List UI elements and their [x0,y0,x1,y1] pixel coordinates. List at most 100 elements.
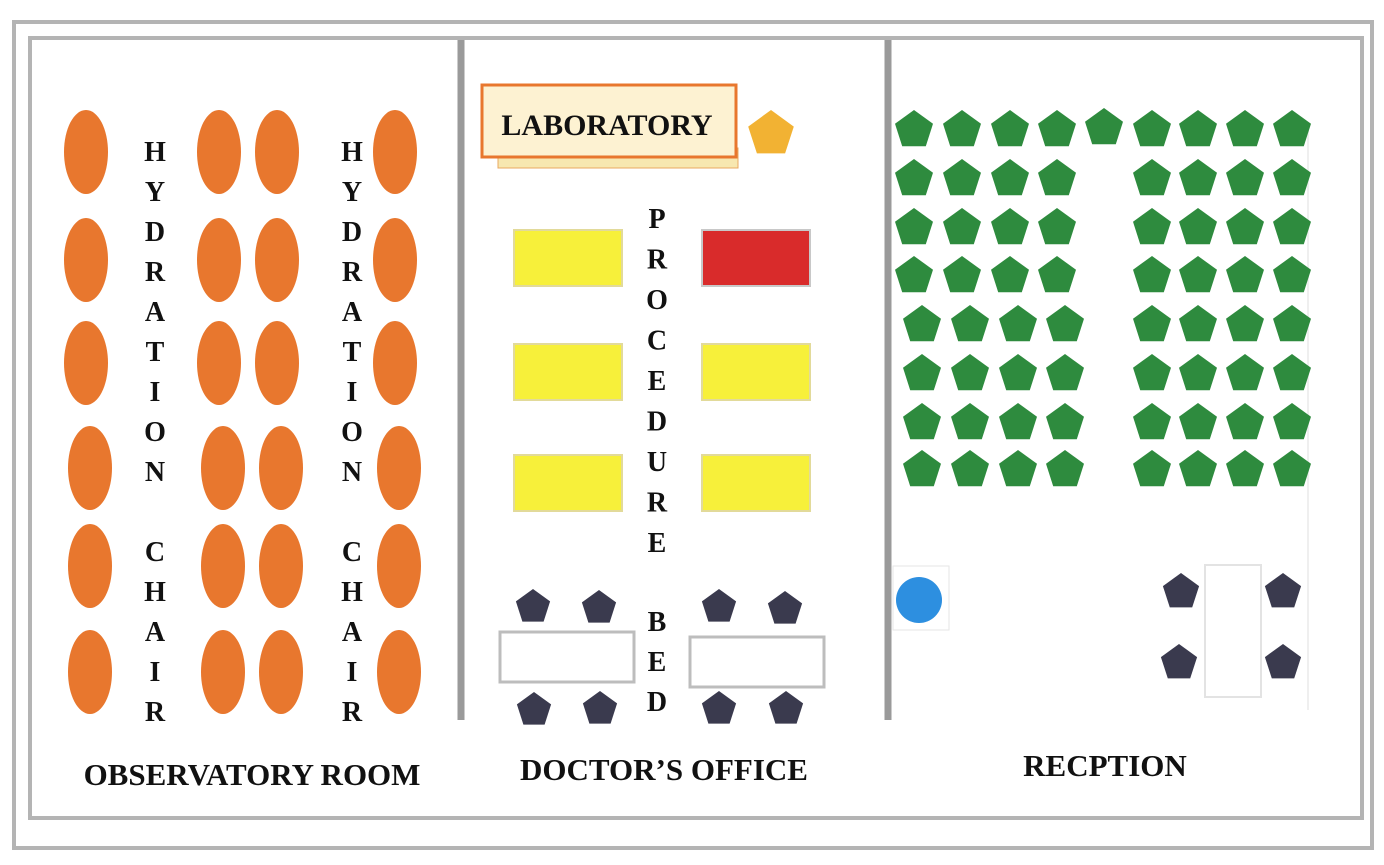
reception-seat [1133,256,1171,293]
chair [768,691,804,724]
hydration-chair-letter: T [343,337,362,368]
bed-letter: E [648,647,667,678]
outer-frame [12,20,1374,850]
chair [1264,573,1302,608]
hydration-chair [201,630,245,714]
laboratory-marker [748,110,794,154]
reception-seat [1038,159,1076,196]
reception-seat [991,110,1029,147]
hydration-chair [68,630,112,714]
bed-label: BED [647,607,667,718]
reception-seat [951,403,989,440]
reception-seat [895,256,933,293]
hydration-chair-letter: H [144,137,166,168]
procedure-letter: P [648,204,665,235]
chair [701,691,737,724]
hydration-chair-letter: R [145,697,166,728]
hydration-chair [197,110,241,194]
procedure-letter: U [647,447,667,478]
hydration-chair-letter: H [341,577,363,608]
reception-seat [1133,159,1171,196]
procedure-letter: O [646,285,668,316]
reception-seat [1273,354,1311,391]
reception-seat [1179,256,1217,293]
reception-seat [1179,159,1217,196]
hydration-chair [377,524,421,608]
reception-seat [943,159,981,196]
hydration-chair [259,630,303,714]
procedure-letter: R [647,245,668,276]
reception-desk-chairs [1160,573,1302,679]
inner-frame [28,36,1364,820]
reception-seat [1133,450,1171,487]
reception-seat [1179,208,1217,245]
hydration-chair-letter: I [150,657,161,688]
reception-seat [1046,450,1084,487]
bed-letter: B [648,607,667,638]
bed [688,635,826,689]
hydration-chair [201,426,245,510]
reception-seat [1038,110,1076,147]
hydration-chair-letter: C [342,537,362,568]
reception-seat [1226,110,1264,147]
hydration-chair [255,321,299,405]
reception-seat [1133,305,1171,342]
reception-desk [1204,564,1262,698]
chair [1264,644,1302,679]
hydration-chair [377,426,421,510]
reception-seat [1226,208,1264,245]
doctor-office-chairs [515,589,804,725]
hydration-chair [64,218,108,302]
chair [582,691,618,724]
hydration-chair [64,110,108,194]
reception-seat [943,208,981,245]
reception-seat [1226,305,1264,342]
chair [515,589,551,622]
reception-seat [1038,256,1076,293]
hydration-chair [197,321,241,405]
chair [516,692,552,725]
chair [701,589,737,622]
doctors-office-label: DOCTOR’S OFFICE [520,752,808,787]
reception-seat [999,354,1037,391]
reception-seat [1273,208,1311,245]
procedure-letter: C [647,326,667,357]
reception-seat [903,450,941,487]
reception-seat [1179,450,1217,487]
hydration-chair-letter: A [342,617,363,648]
reception-seat [951,305,989,342]
reception-seat [991,256,1029,293]
hydration-chair [255,218,299,302]
reception-seat [943,110,981,147]
hydration-chair-letter: Y [342,177,362,208]
hydration-chairs [64,110,421,714]
procedure-beds [513,229,811,512]
reception-seat [1273,450,1311,487]
procedure-letter: E [648,528,667,559]
reception-seat [1133,403,1171,440]
reception-seat [1133,110,1171,147]
procedure-bed [513,454,623,512]
reception-seat [1273,256,1311,293]
hydration-chair [68,524,112,608]
chair [581,590,617,623]
reception-seat [895,159,933,196]
chair [1162,573,1200,608]
hydration-chair-letter: H [341,137,363,168]
hydration-chair-letter: I [347,657,358,688]
reception-seat [1179,110,1217,147]
hydration-chair-letter: D [145,217,165,248]
hydration-chair-letter: A [342,297,363,328]
procedure-bed-occupied [701,229,811,287]
hydration-chair-letter: A [145,297,166,328]
reception-seat [1085,108,1123,145]
chair [1160,644,1198,679]
hydration-chair [197,218,241,302]
procedure-bed [513,343,623,401]
hydration-chair-letter: C [145,537,165,568]
hydration-chair [373,321,417,405]
reception-seat [1179,305,1217,342]
reception-seat [1133,208,1171,245]
